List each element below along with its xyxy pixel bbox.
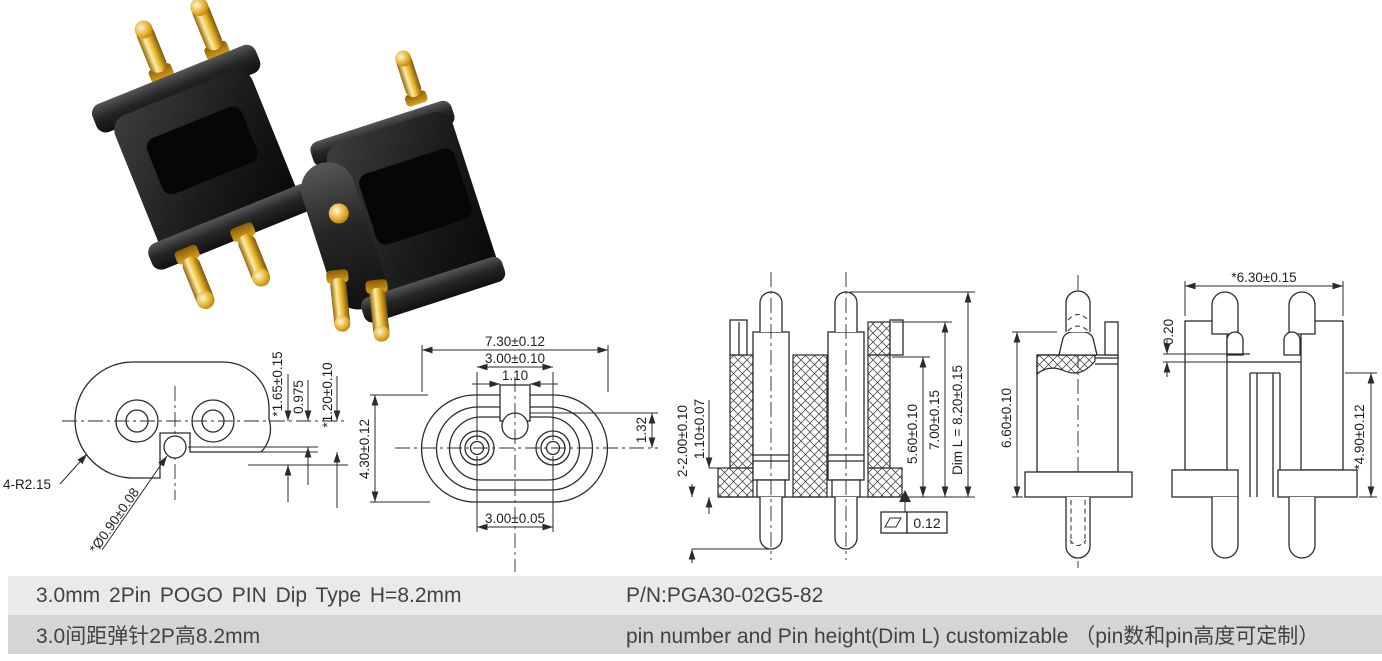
dim-label-width: *6.30±0.15 (1231, 270, 1296, 285)
dim-label-5-60: 5.60±0.10 (905, 404, 920, 464)
dim-label-body-height: 6.60±0.10 (999, 388, 1014, 448)
flatness-value: 0.12 (913, 515, 940, 531)
footer-row-2: 3.0间距弹针2P高8.2mm pin number and Pin heigh… (8, 615, 1382, 654)
dimension-lines (688, 291, 975, 563)
part-number: P/N:PGA30-02G5-82 (608, 576, 1382, 615)
datum-triangle-icon (899, 490, 911, 502)
connector-cavity (146, 106, 258, 195)
dim-label-pitch-bottom: 3.00±0.05 (485, 511, 545, 526)
dim-label-corner-radius: 4-R2.15 (3, 477, 51, 492)
dim-label-0-975: 0.975 (291, 380, 306, 414)
dimension-lines (370, 345, 658, 532)
pogo-pin-icon (395, 50, 428, 107)
dim-label-slot: 1.10 (502, 368, 528, 383)
dim-label-7-00: 7.00±0.15 (927, 390, 942, 450)
dim-label-offset: 1.32 (634, 417, 649, 443)
dim-label-hole-dia: *Ø0.90±0.08 (86, 485, 142, 556)
dim-label-flange: 1.10±0.07 (692, 399, 707, 459)
product-title-en: 3.0mm 2Pin POGO PIN Dip Type H=8.2mm (36, 583, 462, 607)
dim-label-1-20: *1.20±0.10 (320, 362, 335, 427)
connector-bottom-flange (361, 256, 506, 323)
footer-row-1: 3.0mm 2Pin POGO PIN Dip Type H=8.2mm P/N… (8, 576, 1382, 615)
connector-cavity (359, 148, 472, 245)
drawing-bottom-view: 7.30±0.12 3.00±0.10 1.10 4.30±0.12 1.32 … (357, 334, 658, 572)
solder-tail-icon (326, 203, 390, 342)
drawing-top-view: 4-R2.15 *Ø0.90±0.08 *1.65±0.15 0.975 *1.… (3, 351, 348, 556)
product-photo (91, 0, 506, 342)
flatness-symbol-icon (884, 517, 902, 528)
dim-label-overall-width: 7.30±0.12 (485, 334, 545, 349)
dim-label-step: 0.20 (1161, 319, 1176, 345)
dim-label-1-65: *1.65±0.15 (270, 351, 285, 416)
dim-label-dim-l: Dim L = 8.20±0.15 (950, 365, 965, 475)
pogo-pin-icon (134, 0, 230, 83)
dim-label-body-height: 4.30±0.12 (357, 419, 372, 479)
customizable-note: pin number and Pin height(Dim L) customi… (608, 615, 1382, 654)
connector-right (300, 50, 506, 342)
product-title-cn: 3.0间距弹针2P高8.2mm (36, 624, 261, 648)
dimension-lines (59, 374, 348, 551)
connector-front-plate (300, 162, 386, 310)
dim-label-tails: 2-2.00±0.10 (675, 405, 690, 477)
drawing-side-view: 6.60±0.10 (999, 275, 1133, 568)
flatness-tolerance-frame: 0.12 (880, 490, 948, 534)
drawing-front-view: *6.30±0.15 0.20 *4.90±0.12 (1161, 270, 1377, 559)
dim-label-pitch: 3.00±0.10 (485, 351, 545, 366)
solder-tail-icon (174, 222, 271, 310)
connector-left (91, 0, 316, 310)
connector-top-flange (91, 44, 261, 133)
dimension-lines (1163, 281, 1377, 498)
dim-label-height: *4.90±0.12 (1352, 404, 1367, 469)
dimension-lines (1012, 331, 1057, 498)
drawing-section-view: 0.12 2-2.00±0.10 1.10±0.07 5.60±0.10 7.0… (675, 272, 975, 563)
